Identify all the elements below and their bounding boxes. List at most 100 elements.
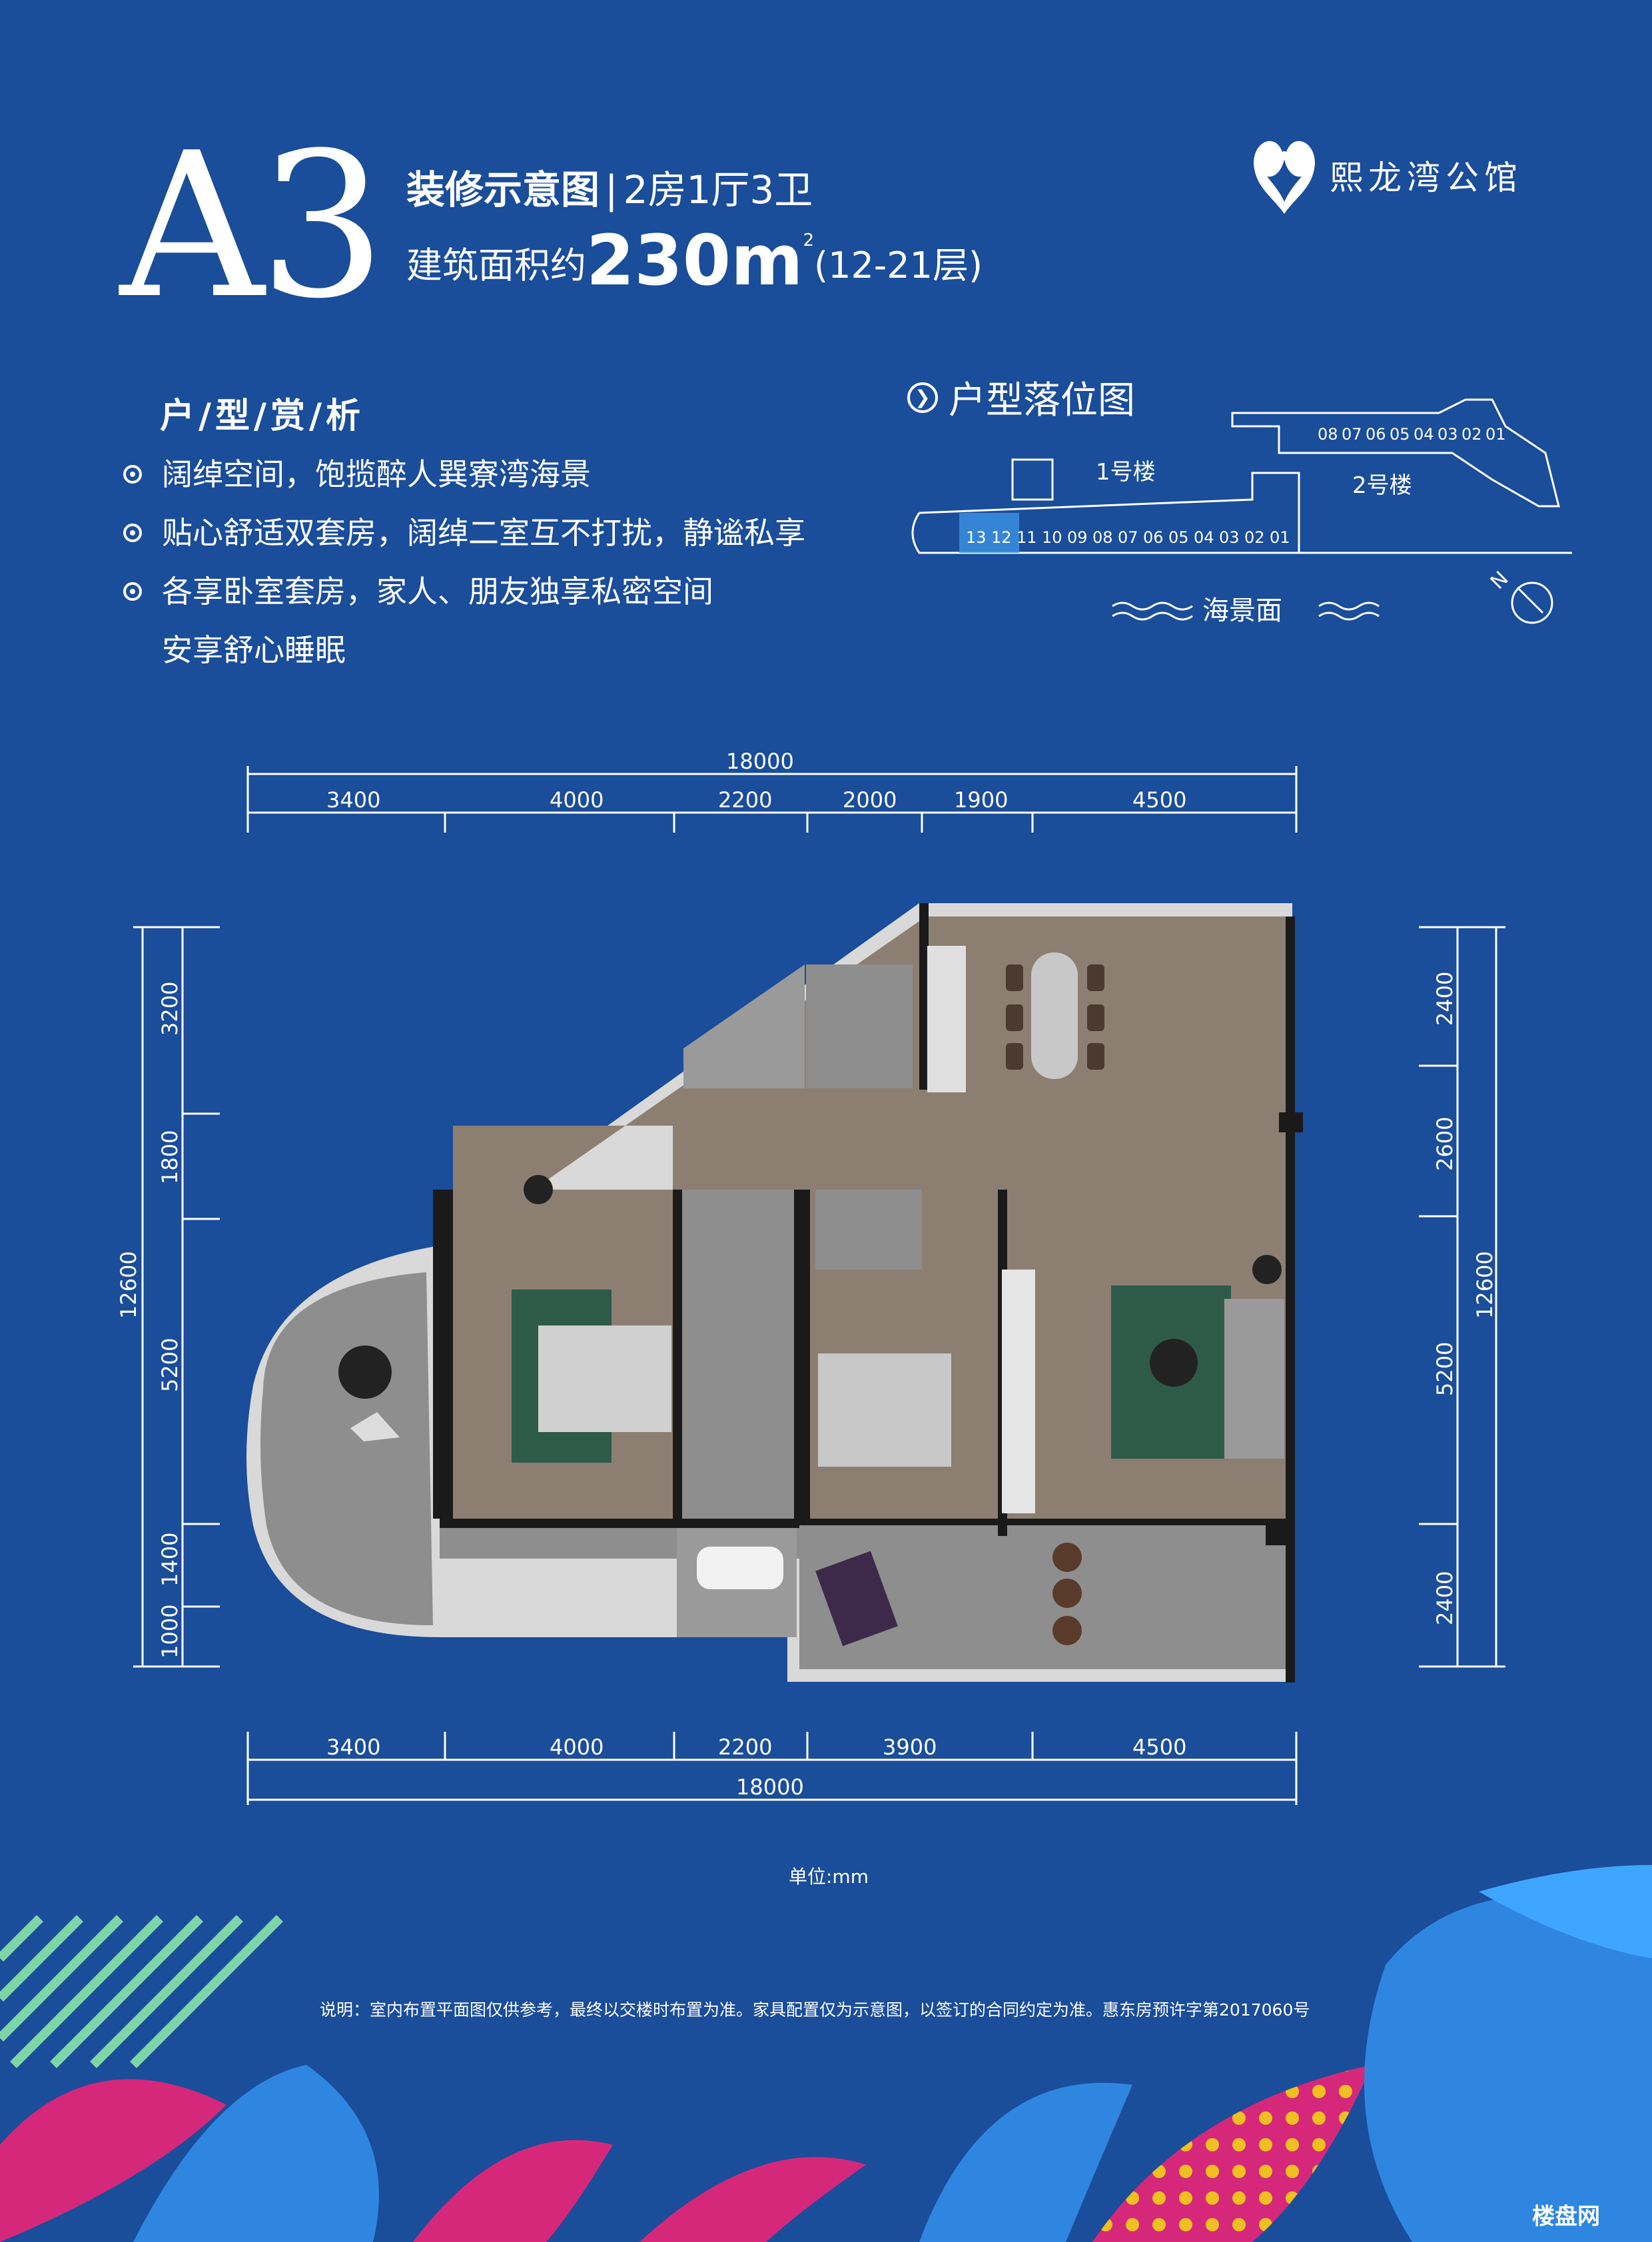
- building1-unit-label: 13: [966, 528, 987, 547]
- bullet-text: 各享卧室套房，家人、朋友独享私密空间: [162, 573, 713, 609]
- center-island: [1002, 1270, 1035, 1513]
- building2-unit-label: 06: [1366, 425, 1386, 444]
- top-seg-6: 4500: [1132, 787, 1186, 813]
- area-superscript: 2: [803, 230, 815, 250]
- left-seg-4: 1400: [157, 1533, 183, 1587]
- location-map-title: ❯ 户型落位图: [907, 370, 1135, 424]
- building1-unit-label: 06: [1143, 528, 1164, 547]
- bottom-seg-5: 4500: [1132, 1734, 1186, 1760]
- location-map-title-text: 户型落位图: [949, 379, 1135, 422]
- corridor-floor: [683, 964, 805, 1088]
- brand-logo: 熙龙湾公馆: [1252, 137, 1523, 214]
- right-seg-3: 5200: [1432, 1342, 1457, 1396]
- bottom-seg-3: 2200: [718, 1734, 772, 1760]
- area-label: 建筑面积约: [406, 244, 586, 286]
- balcony-floor: [260, 1272, 433, 1625]
- building2-unit-label: 05: [1390, 425, 1410, 444]
- side-table-living: [1252, 1255, 1282, 1284]
- plan-title: 装修示意图|2房1厅3卫: [406, 159, 813, 214]
- bathroom-top-floor: [815, 1190, 922, 1270]
- bed-mid: [818, 1353, 951, 1467]
- building2-unit-label: 03: [1438, 425, 1458, 444]
- compass-icon: N: [1486, 567, 1553, 624]
- watermark: 楼盘网: [1532, 2203, 1600, 2230]
- building1-unit-label: 09: [1067, 528, 1088, 547]
- analysis-title: 户/型/赏/析: [160, 396, 364, 436]
- sofa: [1224, 1299, 1284, 1459]
- building2-unit-label: 04: [1414, 425, 1434, 444]
- round-table-balcony: [338, 1345, 392, 1399]
- analysis-list: 阔绰空间，饱揽醉人巽寮湾海景 贴心舒适双套房，阔绰二室互不打扰，静谧私享 各享卧…: [123, 445, 805, 679]
- bullet-text: 贴心舒适双套房，阔绰二室互不打扰，静谧私享: [162, 515, 805, 551]
- lounge-chair-balcony: [815, 1551, 898, 1647]
- building2-unit-label: 02: [1461, 425, 1482, 444]
- right-seg-1: 2400: [1432, 972, 1457, 1026]
- building2-unit-label: 01: [1485, 425, 1506, 444]
- top-seg-1: 3400: [326, 787, 380, 813]
- building1-label: 1号楼: [1096, 459, 1156, 486]
- list-item: 各享卧室套房，家人、朋友独享私密空间: [123, 562, 805, 621]
- top-total: 18000: [726, 753, 794, 774]
- bottom-total: 18000: [736, 1774, 804, 1800]
- bottom-seg-4: 3900: [883, 1734, 937, 1760]
- right-seg-2: 2600: [1432, 1117, 1457, 1171]
- unit-note: 单位:mm: [789, 1866, 869, 1888]
- chaise-balcony: [350, 1412, 400, 1441]
- building1-unit-label: 07: [1118, 528, 1138, 547]
- bed-left: [538, 1325, 671, 1432]
- side-table-left: [524, 1175, 553, 1204]
- stool-balcony-3: [1052, 1616, 1082, 1645]
- kitchen-toilet-floor: [806, 964, 913, 1088]
- highlight-unit-13: [959, 513, 1019, 553]
- bullet-icon: [123, 465, 142, 484]
- chevron-right-icon: ❯: [907, 382, 938, 413]
- building1-outline: [911, 512, 1572, 554]
- floorplan: 18000 3400 4000 2200 2000 1900 4500 3400…: [116, 753, 1505, 1805]
- bullet-icon: [123, 524, 142, 542]
- building1-unit-label: 11: [1017, 528, 1037, 547]
- building1-unit-label: 04: [1194, 528, 1214, 547]
- unit-code: A3: [120, 110, 386, 342]
- top-seg-4: 2000: [843, 787, 897, 813]
- title-separator: |: [605, 167, 618, 212]
- top-seg-3: 2200: [718, 787, 772, 813]
- building2-unit-label: 08: [1318, 425, 1338, 444]
- left-seg-5: 1000: [157, 1605, 183, 1659]
- layout-type: 2房1厅3卫: [623, 167, 813, 212]
- bathroom-center-floor: [679, 1190, 799, 1519]
- stool-balcony-2: [1052, 1579, 1082, 1608]
- left-seg-2: 1800: [157, 1130, 183, 1184]
- area-value: 230m: [586, 220, 803, 301]
- kitchen-counter: [927, 946, 966, 1092]
- seaview-label: 海景面: [1202, 595, 1282, 626]
- stool-balcony-1: [1052, 1543, 1082, 1572]
- building2-unit-label: 07: [1342, 425, 1362, 444]
- bathtub: [697, 1547, 783, 1589]
- left-total: 12600: [116, 1251, 141, 1319]
- building1-unit-label: 02: [1244, 528, 1265, 547]
- decorative-petals: [0, 1865, 1652, 2242]
- list-item: 阔绰空间，饱揽醉人巽寮湾海景: [123, 445, 805, 504]
- building2-label: 2号楼: [1352, 472, 1412, 499]
- list-item: 贴心舒适双套房，阔绰二室互不打扰，静谧私享: [123, 504, 805, 562]
- bullet-icon: [123, 582, 142, 601]
- dining-table: [1031, 952, 1078, 1079]
- building1-unit-label: 01: [1270, 528, 1290, 547]
- area-line: 建筑面积约230m2(12-21层): [406, 220, 983, 301]
- round-table-living: [1150, 1339, 1198, 1387]
- bullet-continuation: 安享舒心睡眠: [162, 632, 346, 668]
- right-seg-4: 2400: [1432, 1571, 1457, 1625]
- right-total: 12600: [1472, 1251, 1497, 1319]
- building1-unit-label: 10: [1042, 528, 1062, 547]
- brand-name: 熙龙湾公馆: [1330, 159, 1523, 197]
- left-seg-3: 5200: [157, 1338, 183, 1392]
- top-seg-5: 1900: [954, 787, 1008, 813]
- building1-unit-label: 03: [1219, 528, 1240, 547]
- brand-emblem-icon: [1254, 141, 1315, 214]
- left-seg-1: 3200: [157, 982, 183, 1036]
- building1-unit-label: 08: [1092, 528, 1113, 547]
- bullet-text: 阔绰空间，饱揽醉人巽寮湾海景: [162, 456, 591, 492]
- plan-title-text: 装修示意图: [406, 167, 600, 212]
- building1-unit-label: 12: [991, 528, 1012, 547]
